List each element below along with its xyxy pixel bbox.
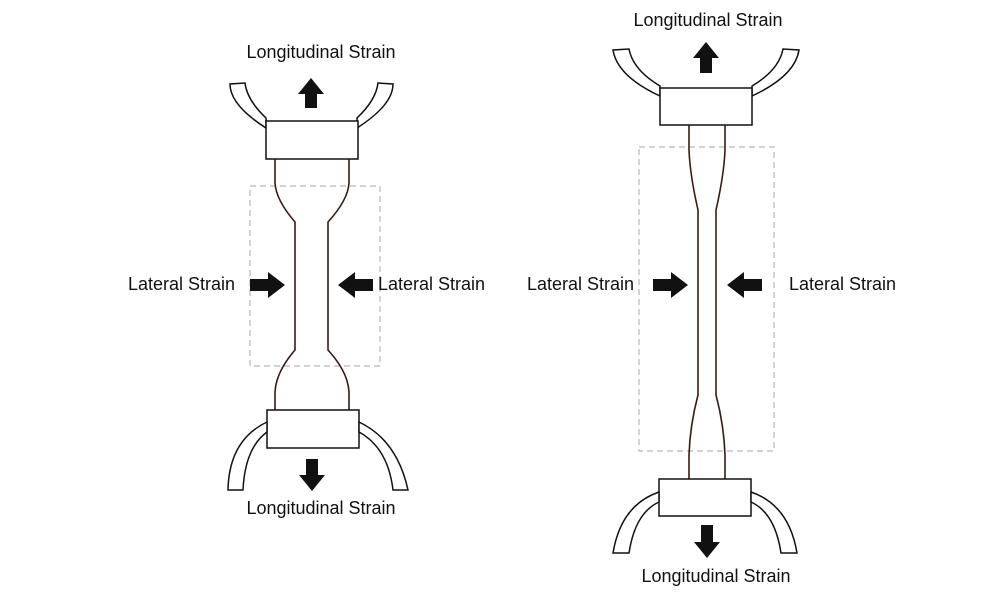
left-bottom-label: Longitudinal Strain: [246, 498, 395, 518]
left-bottom-clamp: [266, 409, 360, 449]
right-top-label: Longitudinal Strain: [633, 10, 782, 30]
right-top-grip-hook-left: [612, 48, 661, 98]
right-top-clamp: [659, 87, 753, 126]
right-lateral-label-left: Lateral Strain: [527, 274, 634, 294]
left-top-label: Longitudinal Strain: [246, 42, 395, 62]
left-gauge-region: [249, 185, 381, 367]
left-top-grip-hook-left: [229, 82, 267, 130]
right-left-arrow-icon: [727, 272, 762, 298]
right-up-arrow-icon: [693, 42, 719, 73]
right-right-arrow-icon: [653, 272, 688, 298]
left-top-grip-hook-right: [356, 82, 394, 130]
right-lateral-label-right: Lateral Strain: [789, 274, 896, 294]
right-down-arrow-icon: [694, 525, 720, 558]
right-specimen: Longitudinal Strain Longitudinal Strain …: [527, 10, 896, 586]
left-down-arrow-icon: [299, 459, 325, 491]
left-specimen-outline: [274, 159, 296, 410]
left-bottom-grip-hook-right: [358, 420, 409, 491]
right-bottom-grip-hook-left: [612, 490, 660, 554]
left-right-arrow-icon: [250, 272, 285, 298]
right-bottom-grip-hook-right: [750, 490, 798, 554]
left-top-clamp: [265, 120, 359, 160]
left-left-arrow-icon: [338, 272, 373, 298]
right-top-grip-hook-right: [751, 48, 800, 98]
left-specimen: Longitudinal Strain Longitudinal Strain …: [128, 42, 485, 518]
left-bottom-grip-hook-left: [227, 420, 268, 491]
right-specimen-outline: [688, 125, 699, 480]
left-specimen-outline-right: [327, 159, 350, 410]
right-gauge-region: [638, 146, 775, 452]
left-lateral-label-right: Lateral Strain: [378, 274, 485, 294]
right-bottom-label: Longitudinal Strain: [641, 566, 790, 586]
left-lateral-label-left: Lateral Strain: [128, 274, 235, 294]
right-bottom-clamp: [658, 478, 752, 517]
right-specimen-outline-right: [715, 125, 726, 480]
left-up-arrow-icon: [298, 78, 324, 108]
